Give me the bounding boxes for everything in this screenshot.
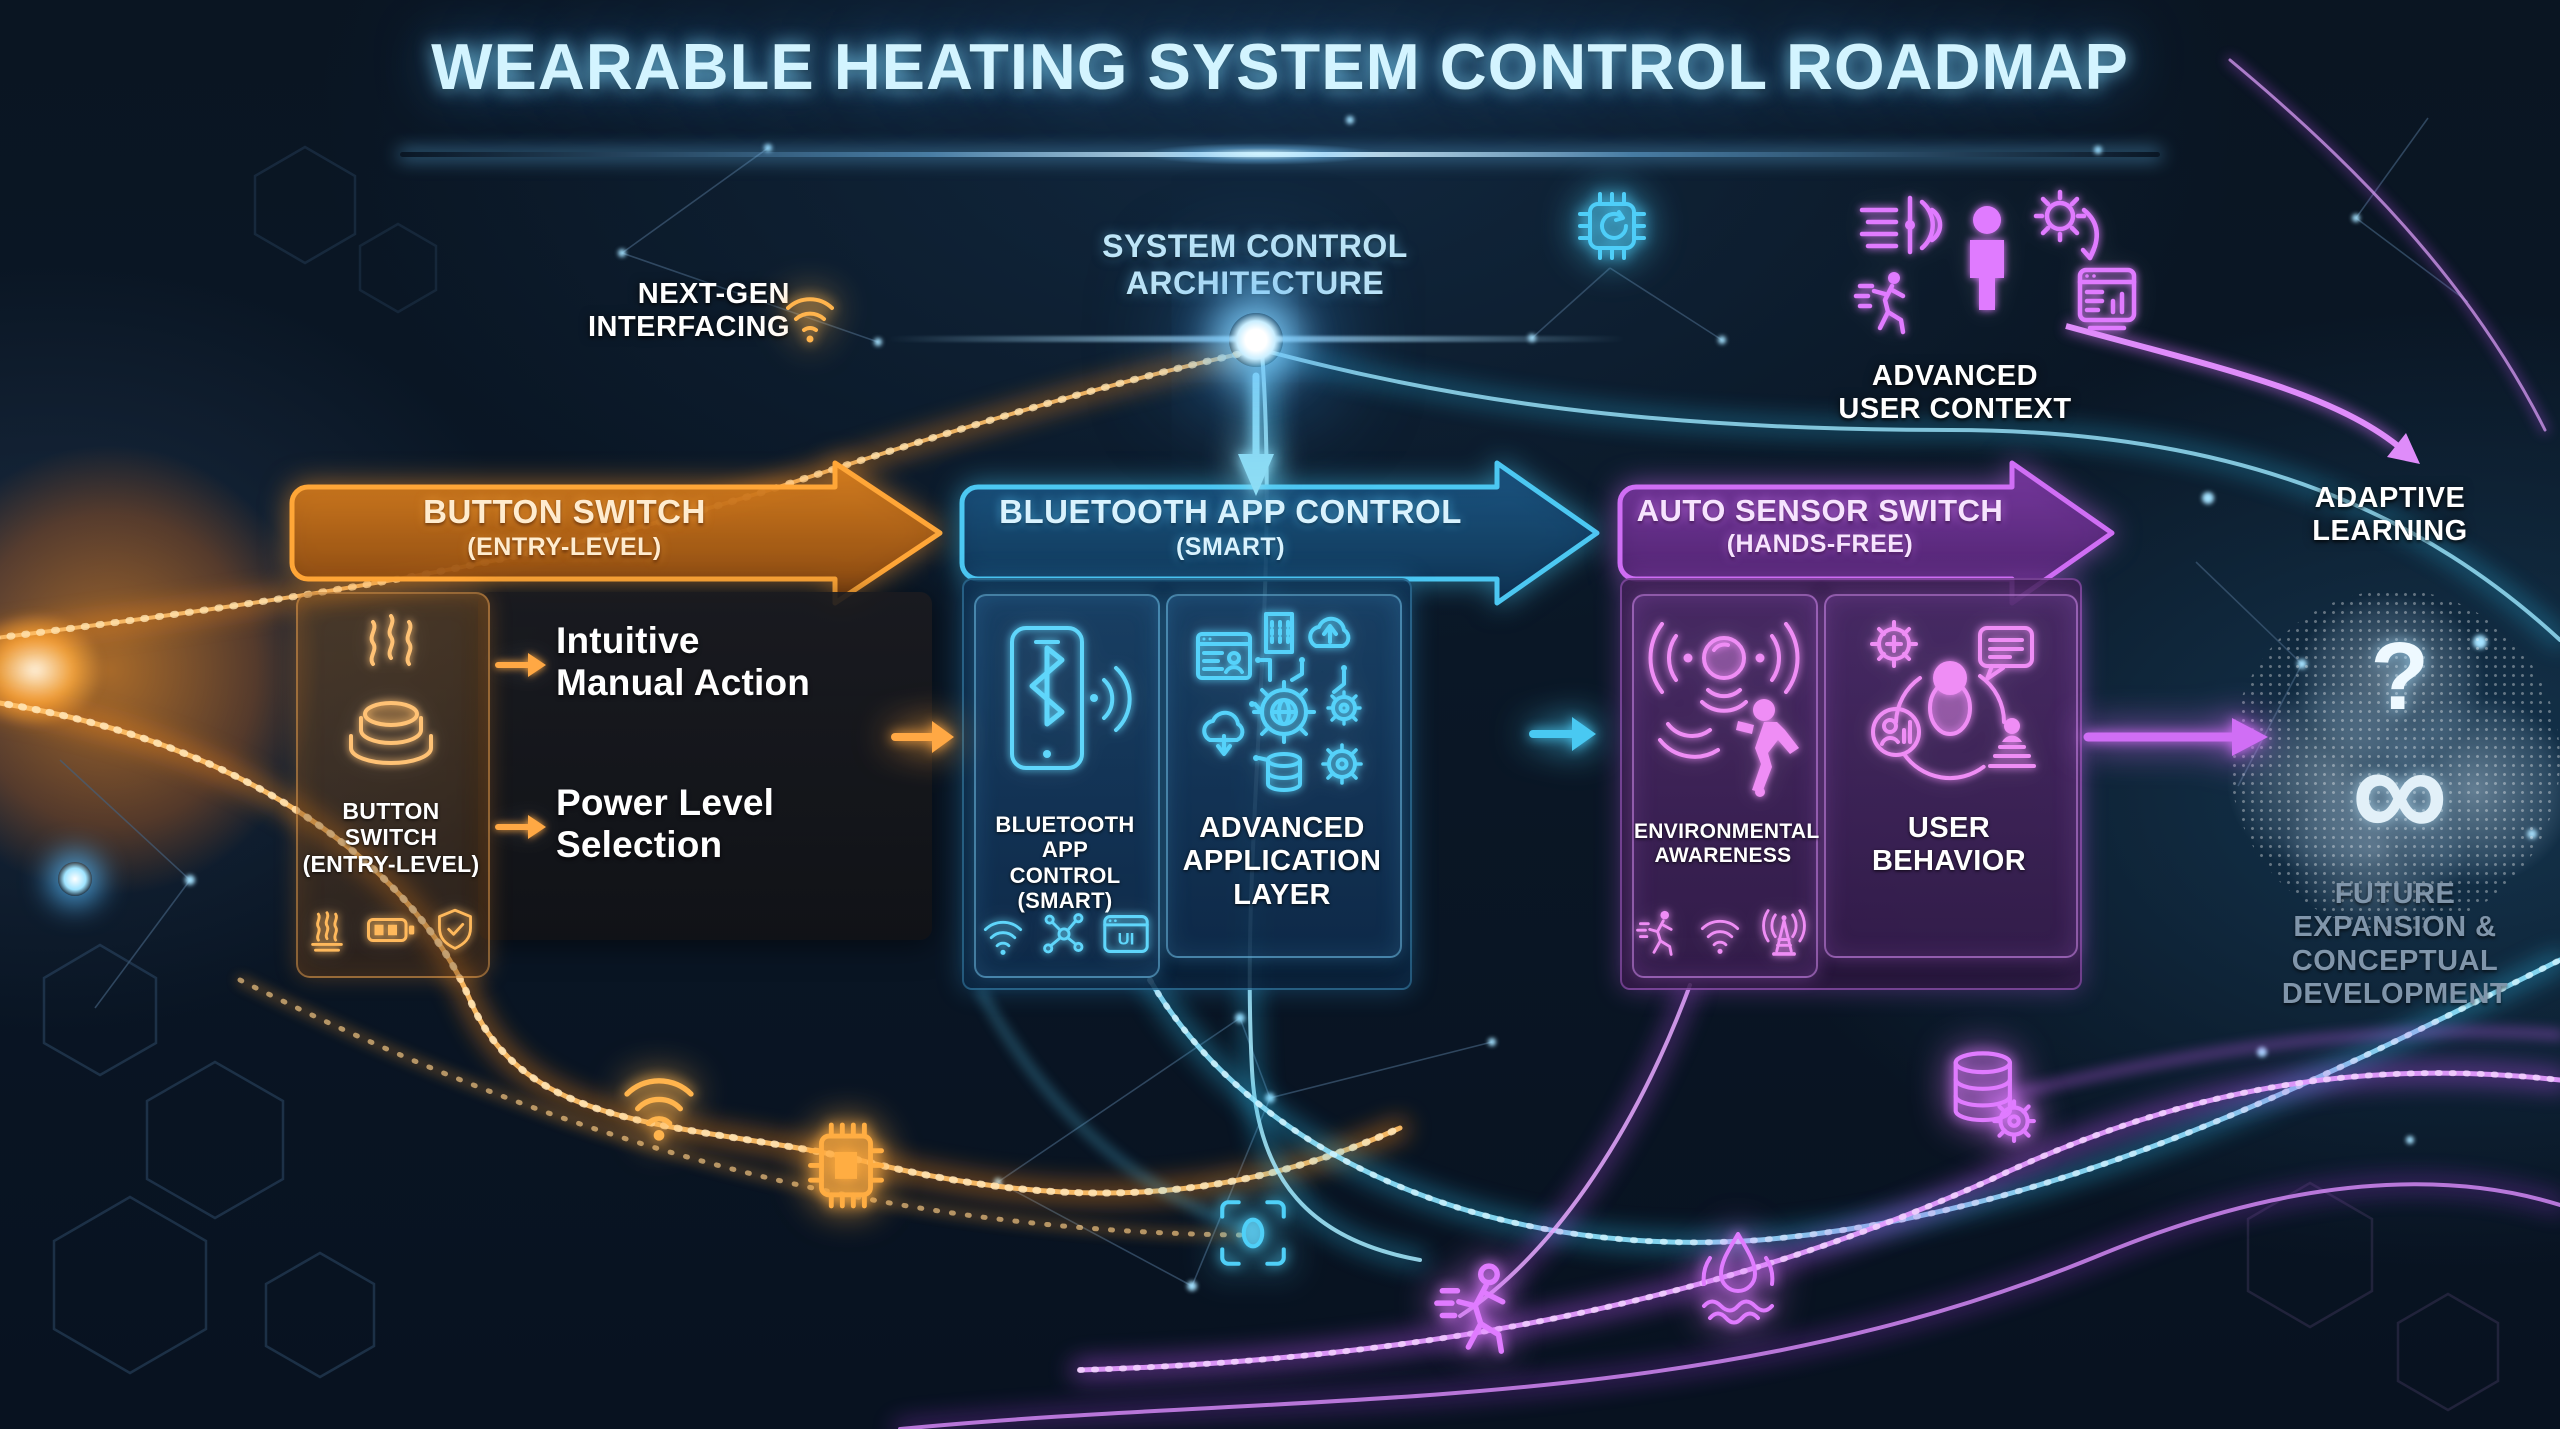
stage2-footer-icons: UI xyxy=(976,908,1154,960)
feature1-line1: Intuitive xyxy=(556,620,700,661)
adv-user-line2: USER CONTEXT xyxy=(1838,393,2072,426)
application-stack-icon xyxy=(1192,608,1376,808)
stage1-header-text: BUTTON SWITCH (ENTRY-LEVEL) xyxy=(292,492,837,562)
motion-sensor-icon xyxy=(1640,606,1808,812)
stage2-header-text: BLUETOOTH APP CONTROL (SMART) xyxy=(962,492,1499,562)
adaptive-learning-label: ADAPTIVE LEARNING xyxy=(2280,482,2500,549)
stage3-to-adaptive-arrow xyxy=(2082,714,2272,765)
feature2-line2: Selection xyxy=(556,824,723,866)
stage1-to-stage2-arrow xyxy=(890,716,958,763)
feature-arrow-icon xyxy=(494,648,550,687)
infinity-symbol: ∞ xyxy=(2351,716,2449,867)
stage1-feature1: Intuitive Manual Action xyxy=(556,620,916,704)
architecture-orb xyxy=(1229,313,1283,367)
stage3-card-label2: AWARENESS xyxy=(1654,844,1792,868)
ai-particle-blob: ? ∞ xyxy=(2180,550,2560,980)
chip-icon xyxy=(800,1114,892,1212)
antenna-icon xyxy=(1758,909,1810,957)
stage3-header-text: AUTO SENSOR SWITCH (HANDS-FREE) xyxy=(1620,492,2020,559)
phone-bluetooth-icon xyxy=(990,616,1140,816)
droplet-icon xyxy=(1690,1224,1786,1326)
question-mark: ? xyxy=(2370,623,2430,730)
stage2-header-arrow xyxy=(959,460,1600,606)
stage2-header-line2: (SMART) xyxy=(1175,532,1286,561)
future-expansion-label: FUTURE EXPANSION & CONCEPTUAL DEVELOPMEN… xyxy=(2270,878,2520,1011)
future-line4: DEVELOPMENT xyxy=(2281,978,2509,1011)
next-gen-line1: NEXT-GEN xyxy=(637,278,790,310)
heat-icon xyxy=(304,907,350,953)
feature1-line2: Manual Action xyxy=(556,662,811,704)
sys-arch-line2: ARCHITECTURE xyxy=(1125,264,1385,301)
stage2-left-card xyxy=(974,594,1160,978)
stage3-card-label1: ENVIRONMENTAL xyxy=(1634,820,1820,843)
stage2-card-label: BLUETOOTH APP CONTROL (SMART) xyxy=(976,812,1154,913)
context-to-adaptive-arrow xyxy=(2064,320,2420,464)
stage2-right-label3: LAYER xyxy=(1233,878,1331,911)
stage2-to-stage3-arrow xyxy=(1528,712,1600,761)
adv-user-line1: ADVANCED xyxy=(1871,360,2039,392)
stage2-header-line1: BLUETOOTH APP CONTROL xyxy=(999,493,1462,530)
ui-badge-text: UI xyxy=(1118,930,1135,949)
stage3-header-line1: AUTO SENSOR SWITCH xyxy=(1636,493,2004,528)
advanced-user-context-icons xyxy=(1852,182,2142,357)
ui-window-icon: UI xyxy=(1101,912,1151,956)
stage1-card-label1: BUTTON SWITCH xyxy=(342,798,440,851)
stage1-header-line1: BUTTON SWITCH xyxy=(423,493,706,530)
next-gen-interfacing-label: NEXT-GEN INTERFACING xyxy=(520,278,790,345)
stage2-card-label3: (SMART) xyxy=(1017,887,1113,913)
runner-icon xyxy=(1434,1262,1522,1358)
feature2-line1: Power Level xyxy=(556,782,775,823)
wifi-icon xyxy=(616,1062,702,1142)
user-behavior-icon xyxy=(1852,604,2048,800)
wifi-icon xyxy=(979,912,1027,956)
stage3-header-line2: (HANDS-FREE) xyxy=(1726,530,1914,559)
future-line2: EXPANSION & xyxy=(2293,911,2497,944)
stage1-card-label: BUTTON SWITCH (ENTRY-LEVEL) xyxy=(300,798,482,877)
stage1-feature2: Power Level Selection xyxy=(556,782,916,866)
page-title: WEARABLE HEATING SYSTEM CONTROL ROADMAP xyxy=(431,30,2129,103)
stage1-feature-panel xyxy=(478,592,932,940)
network-nodes-icon xyxy=(1041,911,1087,957)
stage1-header-arrow xyxy=(289,460,943,606)
title-underline-flare-core xyxy=(1140,143,1380,165)
stage1-header-line2: (ENTRY-LEVEL) xyxy=(467,532,662,561)
cyan-glow-node xyxy=(58,862,92,896)
cpu-sync-icon xyxy=(1572,186,1652,266)
stage3-right-label: USER BEHAVIOR xyxy=(1826,812,2072,879)
shield-check-icon xyxy=(432,906,478,954)
stage3-right-card xyxy=(1824,594,2078,958)
wifi-icon xyxy=(1696,911,1744,955)
down-arrow-icon xyxy=(1234,372,1278,505)
runner-icon xyxy=(1636,908,1682,958)
stage2-right-label1: ADVANCED xyxy=(1199,812,1365,844)
adaptive-line2: LEARNING xyxy=(2312,515,2468,548)
stage1-card-label2: (ENTRY-LEVEL) xyxy=(302,850,480,877)
heated-button-icon xyxy=(325,608,457,784)
future-line3: CONCEPTUAL xyxy=(2291,944,2499,977)
stage1-footer-icons xyxy=(300,902,482,958)
stage2-card-label1: BLUETOOTH APP xyxy=(995,812,1135,863)
database-gear-icon xyxy=(1940,1044,2036,1144)
stage2-right-label2: APPLICATION xyxy=(1182,845,1382,878)
adaptive-line1: ADAPTIVE xyxy=(2314,482,2466,514)
sys-arch-line1: SYSTEM CONTROL xyxy=(1102,228,1408,264)
focus-eye-icon xyxy=(1212,1192,1294,1274)
stage2-card-label2: CONTROL xyxy=(1009,862,1121,888)
stage3-card-label: ENVIRONMENTAL AWARENESS xyxy=(1634,820,1820,868)
stage3-footer-icons xyxy=(1634,906,1812,960)
stage2-right-label: ADVANCED APPLICATION LAYER xyxy=(1168,812,1396,912)
advanced-user-context-label: ADVANCED USER CONTEXT xyxy=(1830,360,2080,427)
stage3-right-label1: USER xyxy=(1907,812,1991,844)
next-gen-line2: INTERFACING xyxy=(587,311,790,344)
system-control-architecture-label: SYSTEM CONTROL ARCHITECTURE xyxy=(1080,228,1430,302)
future-line1: FUTURE xyxy=(2334,878,2456,910)
stage3-right-label2: BEHAVIOR xyxy=(1871,845,2027,878)
wifi-icon xyxy=(778,282,842,346)
feature-arrow-icon xyxy=(494,810,550,849)
battery-icon xyxy=(364,907,418,953)
